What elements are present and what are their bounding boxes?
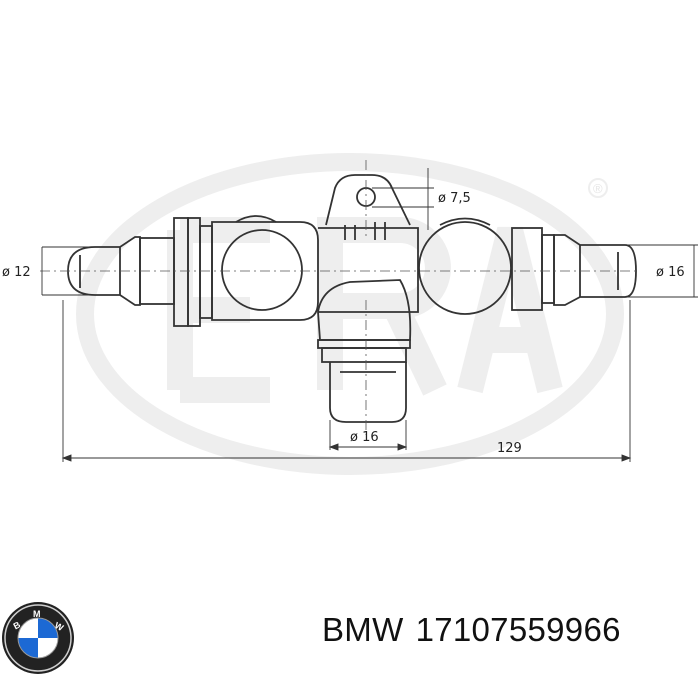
dim-bottom-diameter: ø 16 <box>350 430 379 445</box>
registered-mark: ® <box>593 181 603 196</box>
bmw-logo: B M W <box>2 602 74 674</box>
caption-part-number: 17107559966 <box>415 611 621 648</box>
watermark-logo <box>76 153 624 475</box>
center-lines <box>40 160 640 435</box>
dimension-lines <box>41 168 698 462</box>
part-caption: BMW 17107559966 <box>322 611 621 649</box>
dim-mount-hole: ø 7,5 <box>438 191 471 206</box>
dim-left-diameter: ø 12 <box>2 265 31 280</box>
caption-brand: BMW <box>322 611 404 648</box>
dim-overall-length: 129 <box>497 441 522 456</box>
dim-right-diameter: ø 16 <box>656 265 685 280</box>
svg-text:B: B <box>12 619 23 631</box>
svg-text:M: M <box>33 609 41 619</box>
